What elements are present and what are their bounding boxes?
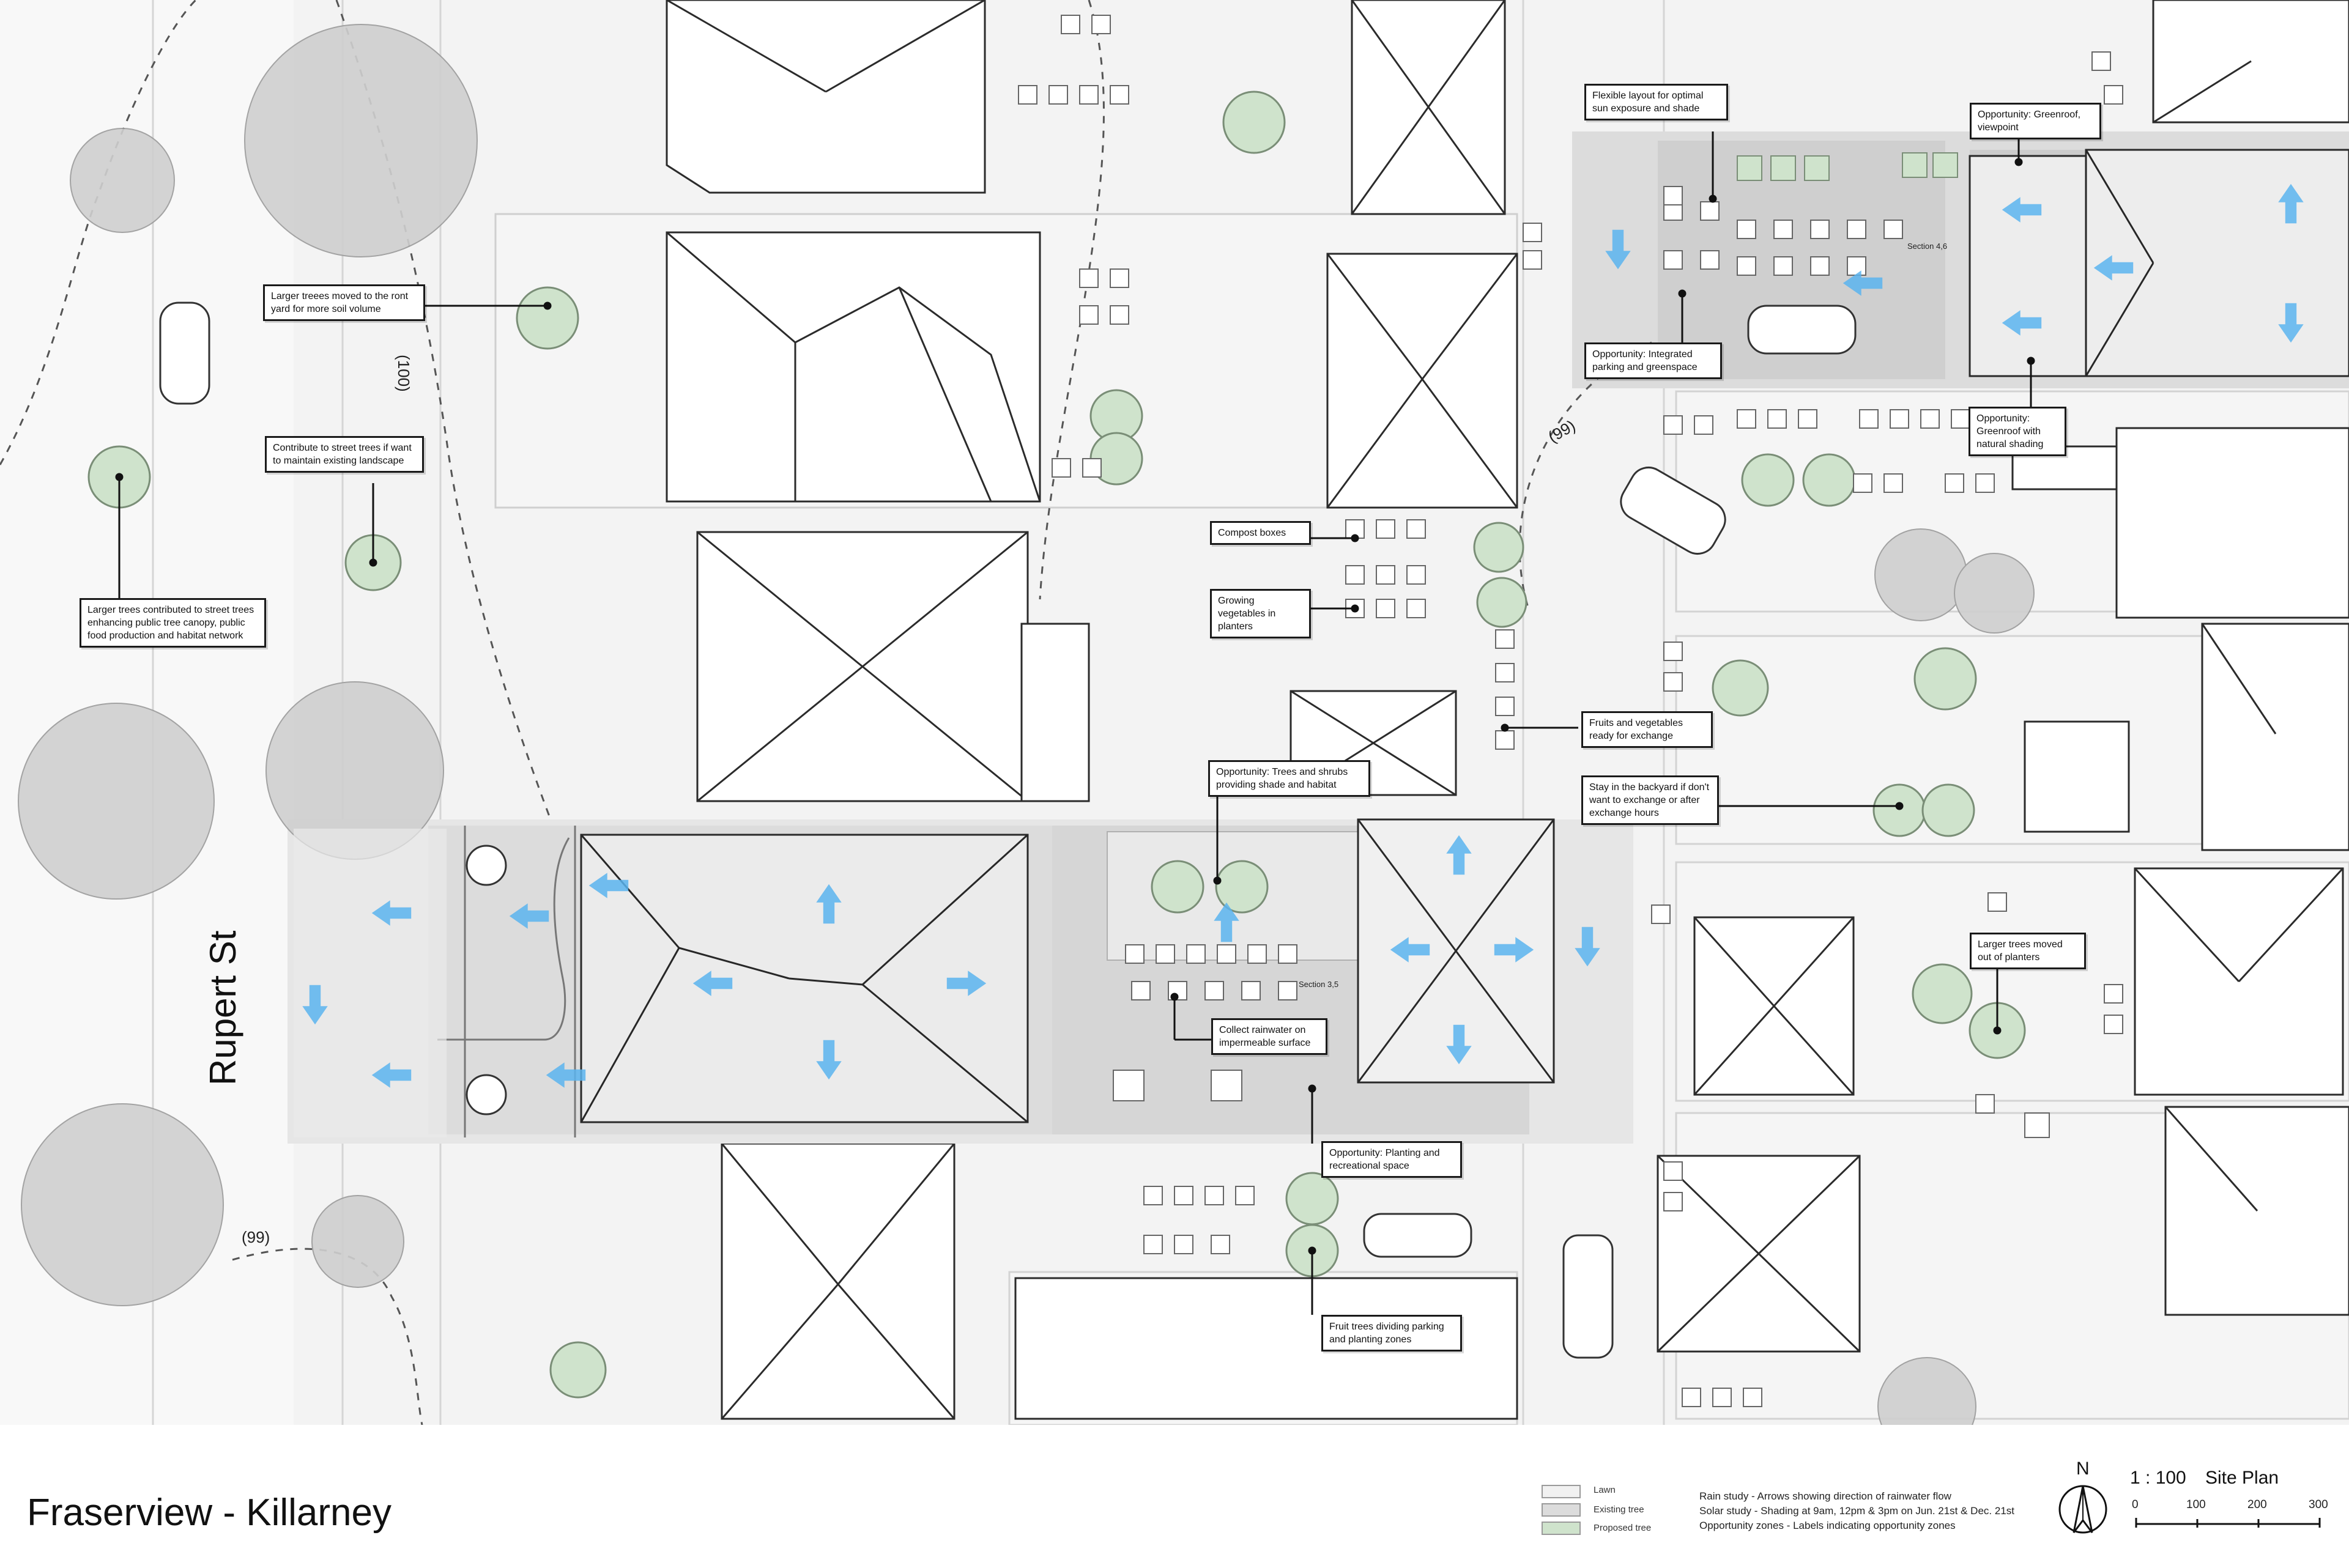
scale-tick-0: 0 <box>2132 1498 2139 1511</box>
callout-larger-trees-front-yard: Larger treees moved to the ront yard for… <box>263 284 425 321</box>
scale-tick-100: 100 <box>2186 1498 2206 1511</box>
callout-planting-recreation: Opportunity: Planting and recreational s… <box>1321 1141 1462 1178</box>
callout-contribute-street-trees: Contribute to street trees if want to ma… <box>265 436 424 473</box>
legend-label-lawn: Lawn <box>1594 1485 1616 1495</box>
garage-shadow <box>1358 819 1554 1082</box>
callout-flexible-layout: Flexible layout for optimal sun exposure… <box>1584 84 1728 120</box>
callout-integrated-parking: Opportunity: Integrated parking and gree… <box>1584 342 1722 379</box>
section-label-3-5: Section 3,5 <box>1299 980 1339 989</box>
legend-swatch-lawn <box>1542 1485 1581 1498</box>
plan-type-label: Site Plan <box>2205 1468 2279 1488</box>
scale-tick-300: 300 <box>2309 1498 2328 1511</box>
neighbor-houses <box>666 0 2349 1420</box>
house-shadow <box>581 835 1028 1122</box>
note-solar-study: Solar study - Shading at 9am, 12pm & 3pm… <box>1699 1505 2014 1517</box>
callout-trees-shrubs: Opportunity: Trees and shrubs providing … <box>1208 760 1370 797</box>
callout-compost-boxes: Compost boxes <box>1210 521 1311 545</box>
callout-stay-backyard: Stay in the backyard if don't want to ex… <box>1581 775 1719 825</box>
greenroof-garage <box>1969 149 2349 377</box>
legend-label-proposed-tree: Proposed tree <box>1594 1523 1652 1533</box>
scale-bar <box>2135 1518 2321 1528</box>
scale-ratio: 1 : 100 <box>2130 1468 2186 1488</box>
section-label-4-6: Section 4,6 <box>1907 242 1948 251</box>
legend-label-existing-tree: Existing tree <box>1594 1504 1644 1515</box>
greenroof-planters <box>1737 152 1958 181</box>
north-label: N <box>2076 1459 2090 1479</box>
callout-leaders <box>115 131 2035 1315</box>
planter-boxes <box>1018 15 2123 1407</box>
callout-larger-trees-canopy: Larger trees contributed to street trees… <box>80 598 266 648</box>
callout-greenroof-shading: Opportunity: Greenroof with natural shad… <box>1969 407 2066 456</box>
front-gazebos <box>466 845 507 1115</box>
subject-house <box>580 834 1029 1123</box>
scale-tick-200: 200 <box>2247 1498 2267 1511</box>
callout-collect-rainwater: Collect rainwater on impermeable surface <box>1211 1018 1327 1055</box>
site-plan-drawing <box>0 0 2349 1425</box>
proposed-trees <box>87 91 2026 1399</box>
elevation-label-lot-c: (99) <box>242 1228 270 1246</box>
callout-growing-vegetables: Growing vegetables in planters <box>1210 589 1311 638</box>
legend-swatch-existing-tree <box>1542 1503 1581 1517</box>
front-walkway <box>437 826 576 1137</box>
legend-swatch-proposed-tree <box>1542 1522 1581 1535</box>
elevation-label-lot-a: (100) <box>395 355 413 392</box>
callout-larger-out-of-planters: Larger trees moved out of planters <box>1970 933 2086 969</box>
cars <box>159 301 1857 1359</box>
north-arrow-icon <box>2058 1485 2107 1534</box>
project-title: Fraserview - Killarney <box>27 1492 392 1534</box>
street-name-rupert: Rupert St <box>202 930 243 1085</box>
note-rain-study: Rain study - Arrows showing direction of… <box>1699 1490 1951 1502</box>
callout-fruits-exchange: Fruits and vegetables ready for exchange <box>1581 711 1713 748</box>
boulevard-strip <box>294 829 447 1137</box>
callout-fruit-trees-dividing: Fruit trees dividing parking and plantin… <box>1321 1315 1462 1352</box>
callout-greenroof-viewpoint: Opportunity: Greenroof, viewpoint <box>1970 103 2101 139</box>
existing-trees <box>18 24 2035 1425</box>
note-opportunity-zones: Opportunity zones - Labels indicating op… <box>1699 1520 1956 1531</box>
greenroof-shadow <box>1970 150 2349 376</box>
